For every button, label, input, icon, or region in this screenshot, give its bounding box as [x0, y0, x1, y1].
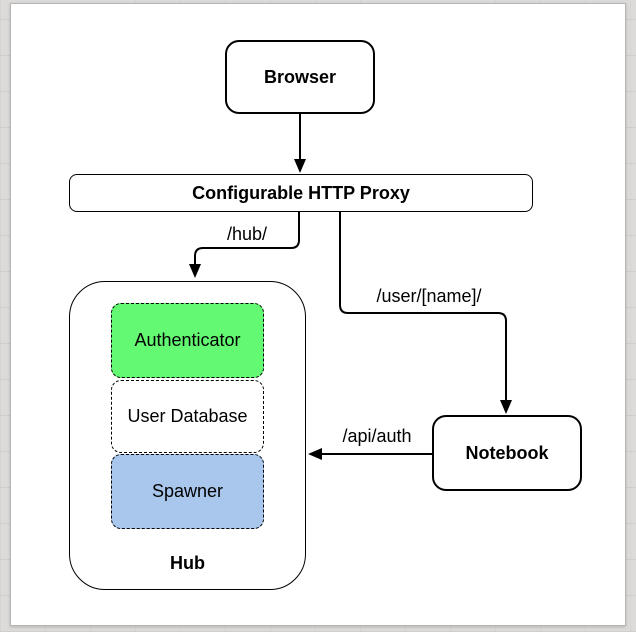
edge-notebook-to-hub: [308, 448, 432, 460]
user-route-label: /user/[name]/: [376, 286, 482, 306]
edge-browser-to-proxy: [294, 114, 306, 173]
notebook-node: Notebook: [432, 415, 582, 491]
authenticator-node: Authenticator: [111, 303, 264, 378]
hub-route-label: /hub/: [226, 224, 268, 244]
user-database-node: User Database: [111, 380, 264, 453]
user-database-label: User Database: [127, 406, 248, 426]
spawner-node: Spawner: [111, 454, 264, 529]
spawner-label: Spawner: [151, 481, 224, 501]
notebook-label: Notebook: [465, 442, 549, 463]
edge-proxy-to-hub: [189, 212, 300, 278]
browser-label: Browser: [263, 66, 337, 87]
edge-proxy-to-notebook: [339, 212, 512, 414]
proxy-label: Configurable HTTP Proxy: [192, 182, 410, 203]
browser-node: Browser: [225, 40, 375, 114]
api-auth-label: /api/auth: [342, 426, 412, 446]
hub-label: Hub: [170, 553, 205, 573]
diagram-canvas: Browser Configurable HTTP Proxy Authenti…: [10, 3, 626, 626]
authenticator-label: Authenticator: [134, 330, 241, 350]
proxy-node: Configurable HTTP Proxy: [69, 174, 533, 212]
